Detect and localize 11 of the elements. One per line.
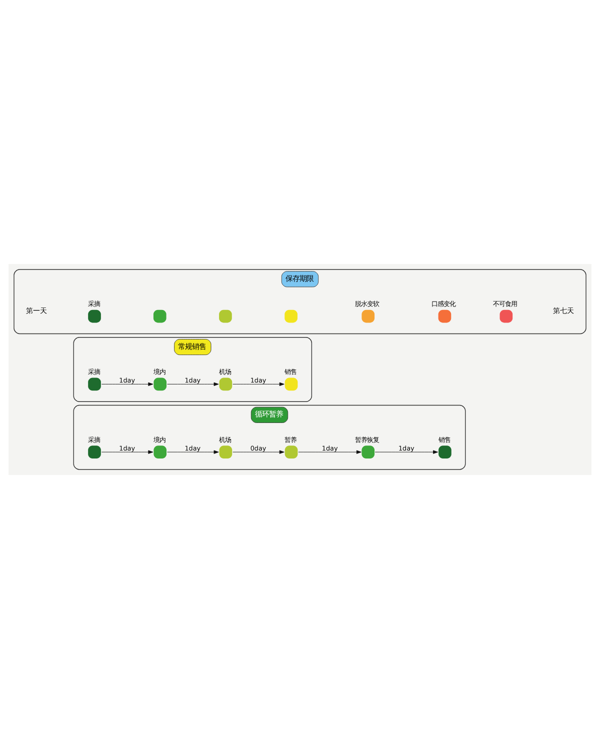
arrow	[101, 382, 154, 386]
arrow	[166, 450, 219, 454]
arrow	[166, 382, 219, 386]
arrow	[101, 450, 154, 454]
arrow	[298, 450, 362, 454]
arrow	[232, 450, 284, 454]
node-circle	[153, 309, 166, 322]
node-circle	[284, 309, 298, 322]
arrow	[374, 450, 438, 454]
arrow	[232, 382, 284, 386]
node-circle	[219, 309, 232, 322]
